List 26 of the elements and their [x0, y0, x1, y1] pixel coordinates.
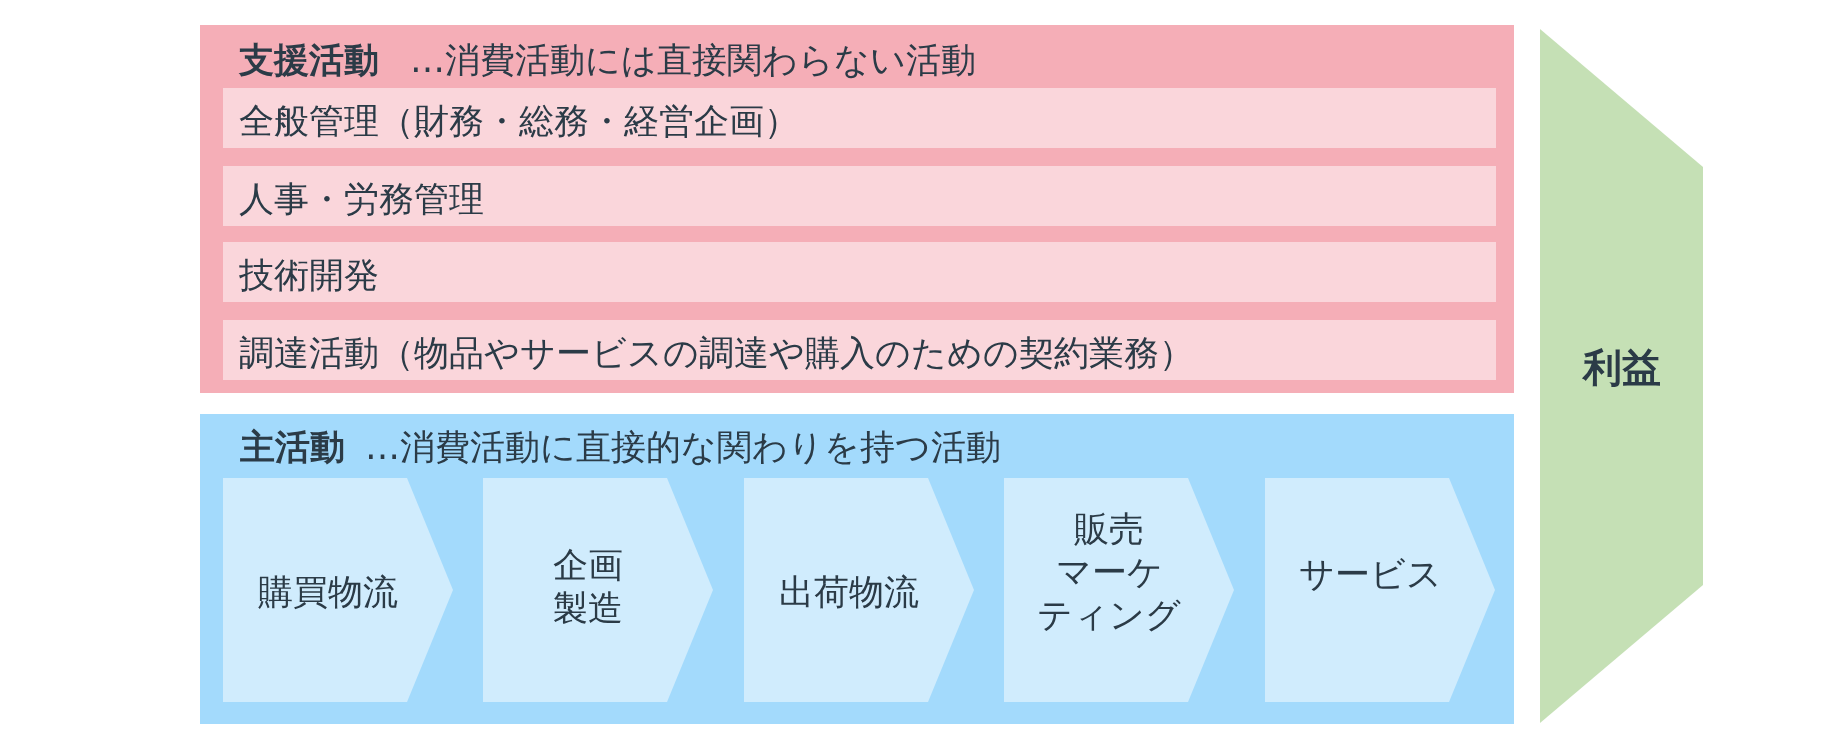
- category-panel: [200, 25, 1514, 393]
- panel-heading: 主活動: [240, 429, 345, 465]
- category-panel: [200, 414, 1514, 724]
- arrow-label: 利益: [1582, 348, 1661, 388]
- step-label: 企画製造: [553, 544, 623, 630]
- activity-bar: [223, 88, 1496, 148]
- panel-description: …消費活動に直接的な関わりを持つ活動: [365, 429, 1001, 465]
- activity-label: 技術開発: [239, 253, 379, 293]
- step-label: 販売マーケティング: [1037, 507, 1181, 637]
- chevron-step: [483, 478, 713, 702]
- step-label: 購買物流: [258, 570, 398, 614]
- chevron-step: [744, 478, 974, 702]
- activity-bar: [223, 166, 1496, 226]
- activity-label: 人事・労務管理: [239, 177, 484, 217]
- activity-label: 調達活動（物品やサービスの調達や購入のための契約業務）: [239, 331, 1194, 371]
- activity-label: 全般管理（財務・総務・経営企画）: [239, 99, 799, 139]
- arrow-block: [1540, 29, 1703, 723]
- step-label: 出荷物流: [779, 570, 919, 614]
- chevron-step: [1265, 478, 1495, 702]
- activity-bar: [223, 320, 1496, 380]
- chevron-step: [1004, 478, 1234, 702]
- step-label: サービス: [1298, 552, 1442, 596]
- panel-description: …消費活動には直接関わらない活動: [410, 42, 976, 78]
- chevron-step: [223, 478, 453, 702]
- panel-heading: 支援活動: [239, 42, 379, 78]
- activity-bar: [223, 242, 1496, 302]
